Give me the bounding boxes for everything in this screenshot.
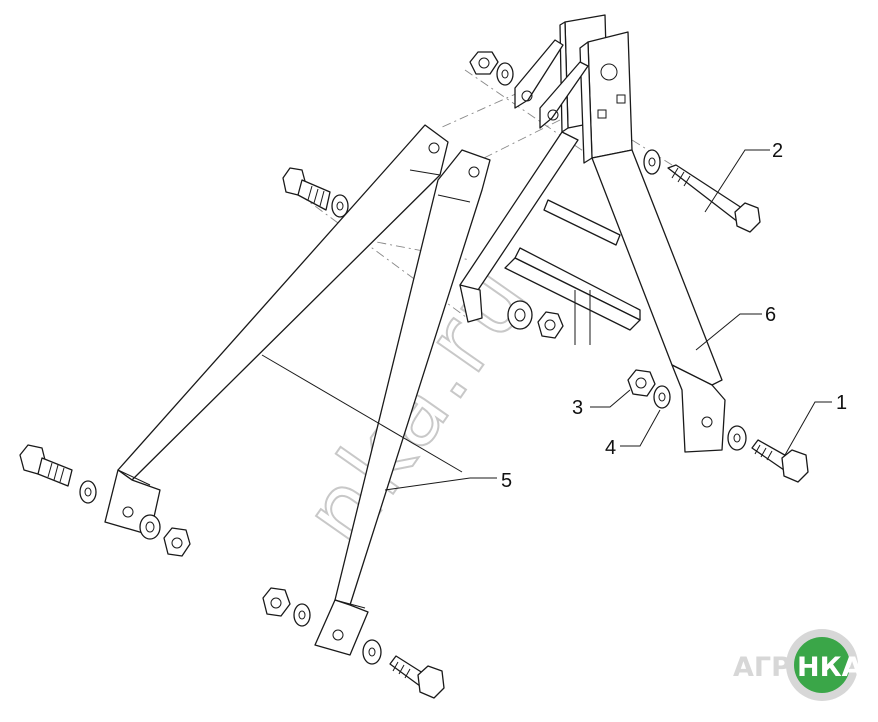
- washer: [643, 149, 661, 175]
- brace-bar-right: [314, 149, 491, 656]
- callout-1: 1: [836, 392, 847, 414]
- bolt-head: [417, 665, 445, 699]
- nut: [469, 51, 499, 75]
- nut: [537, 311, 564, 339]
- nut-3: [627, 369, 656, 397]
- washer: [507, 300, 533, 330]
- logo-disc-icon: [794, 637, 850, 693]
- a-frame-tower: [459, 14, 726, 453]
- callout-4: 4: [605, 437, 616, 459]
- callout-5: 5: [501, 470, 512, 492]
- fasteners: [19, 51, 809, 699]
- washer: [496, 62, 514, 86]
- washer: [293, 603, 311, 627]
- bolt-2: [667, 164, 746, 223]
- washer: [331, 194, 349, 218]
- nut: [163, 527, 191, 557]
- callout-6: 6: [765, 304, 776, 326]
- leader-lines: [261, 149, 832, 491]
- washer: [79, 480, 97, 504]
- logo-text-right: НКА: [797, 652, 863, 683]
- washer: [139, 514, 161, 540]
- washer-4: [653, 385, 671, 409]
- agronka-logo: АГРО НКА: [733, 629, 863, 701]
- callouts: 2 6 3 4 1 5: [501, 140, 847, 492]
- washer: [727, 425, 747, 451]
- callout-2: 2: [772, 140, 783, 162]
- bolt-head: [734, 202, 761, 233]
- washer: [362, 639, 382, 665]
- nut: [262, 587, 291, 617]
- bolt-head: [781, 449, 809, 483]
- callout-3: 3: [572, 397, 583, 419]
